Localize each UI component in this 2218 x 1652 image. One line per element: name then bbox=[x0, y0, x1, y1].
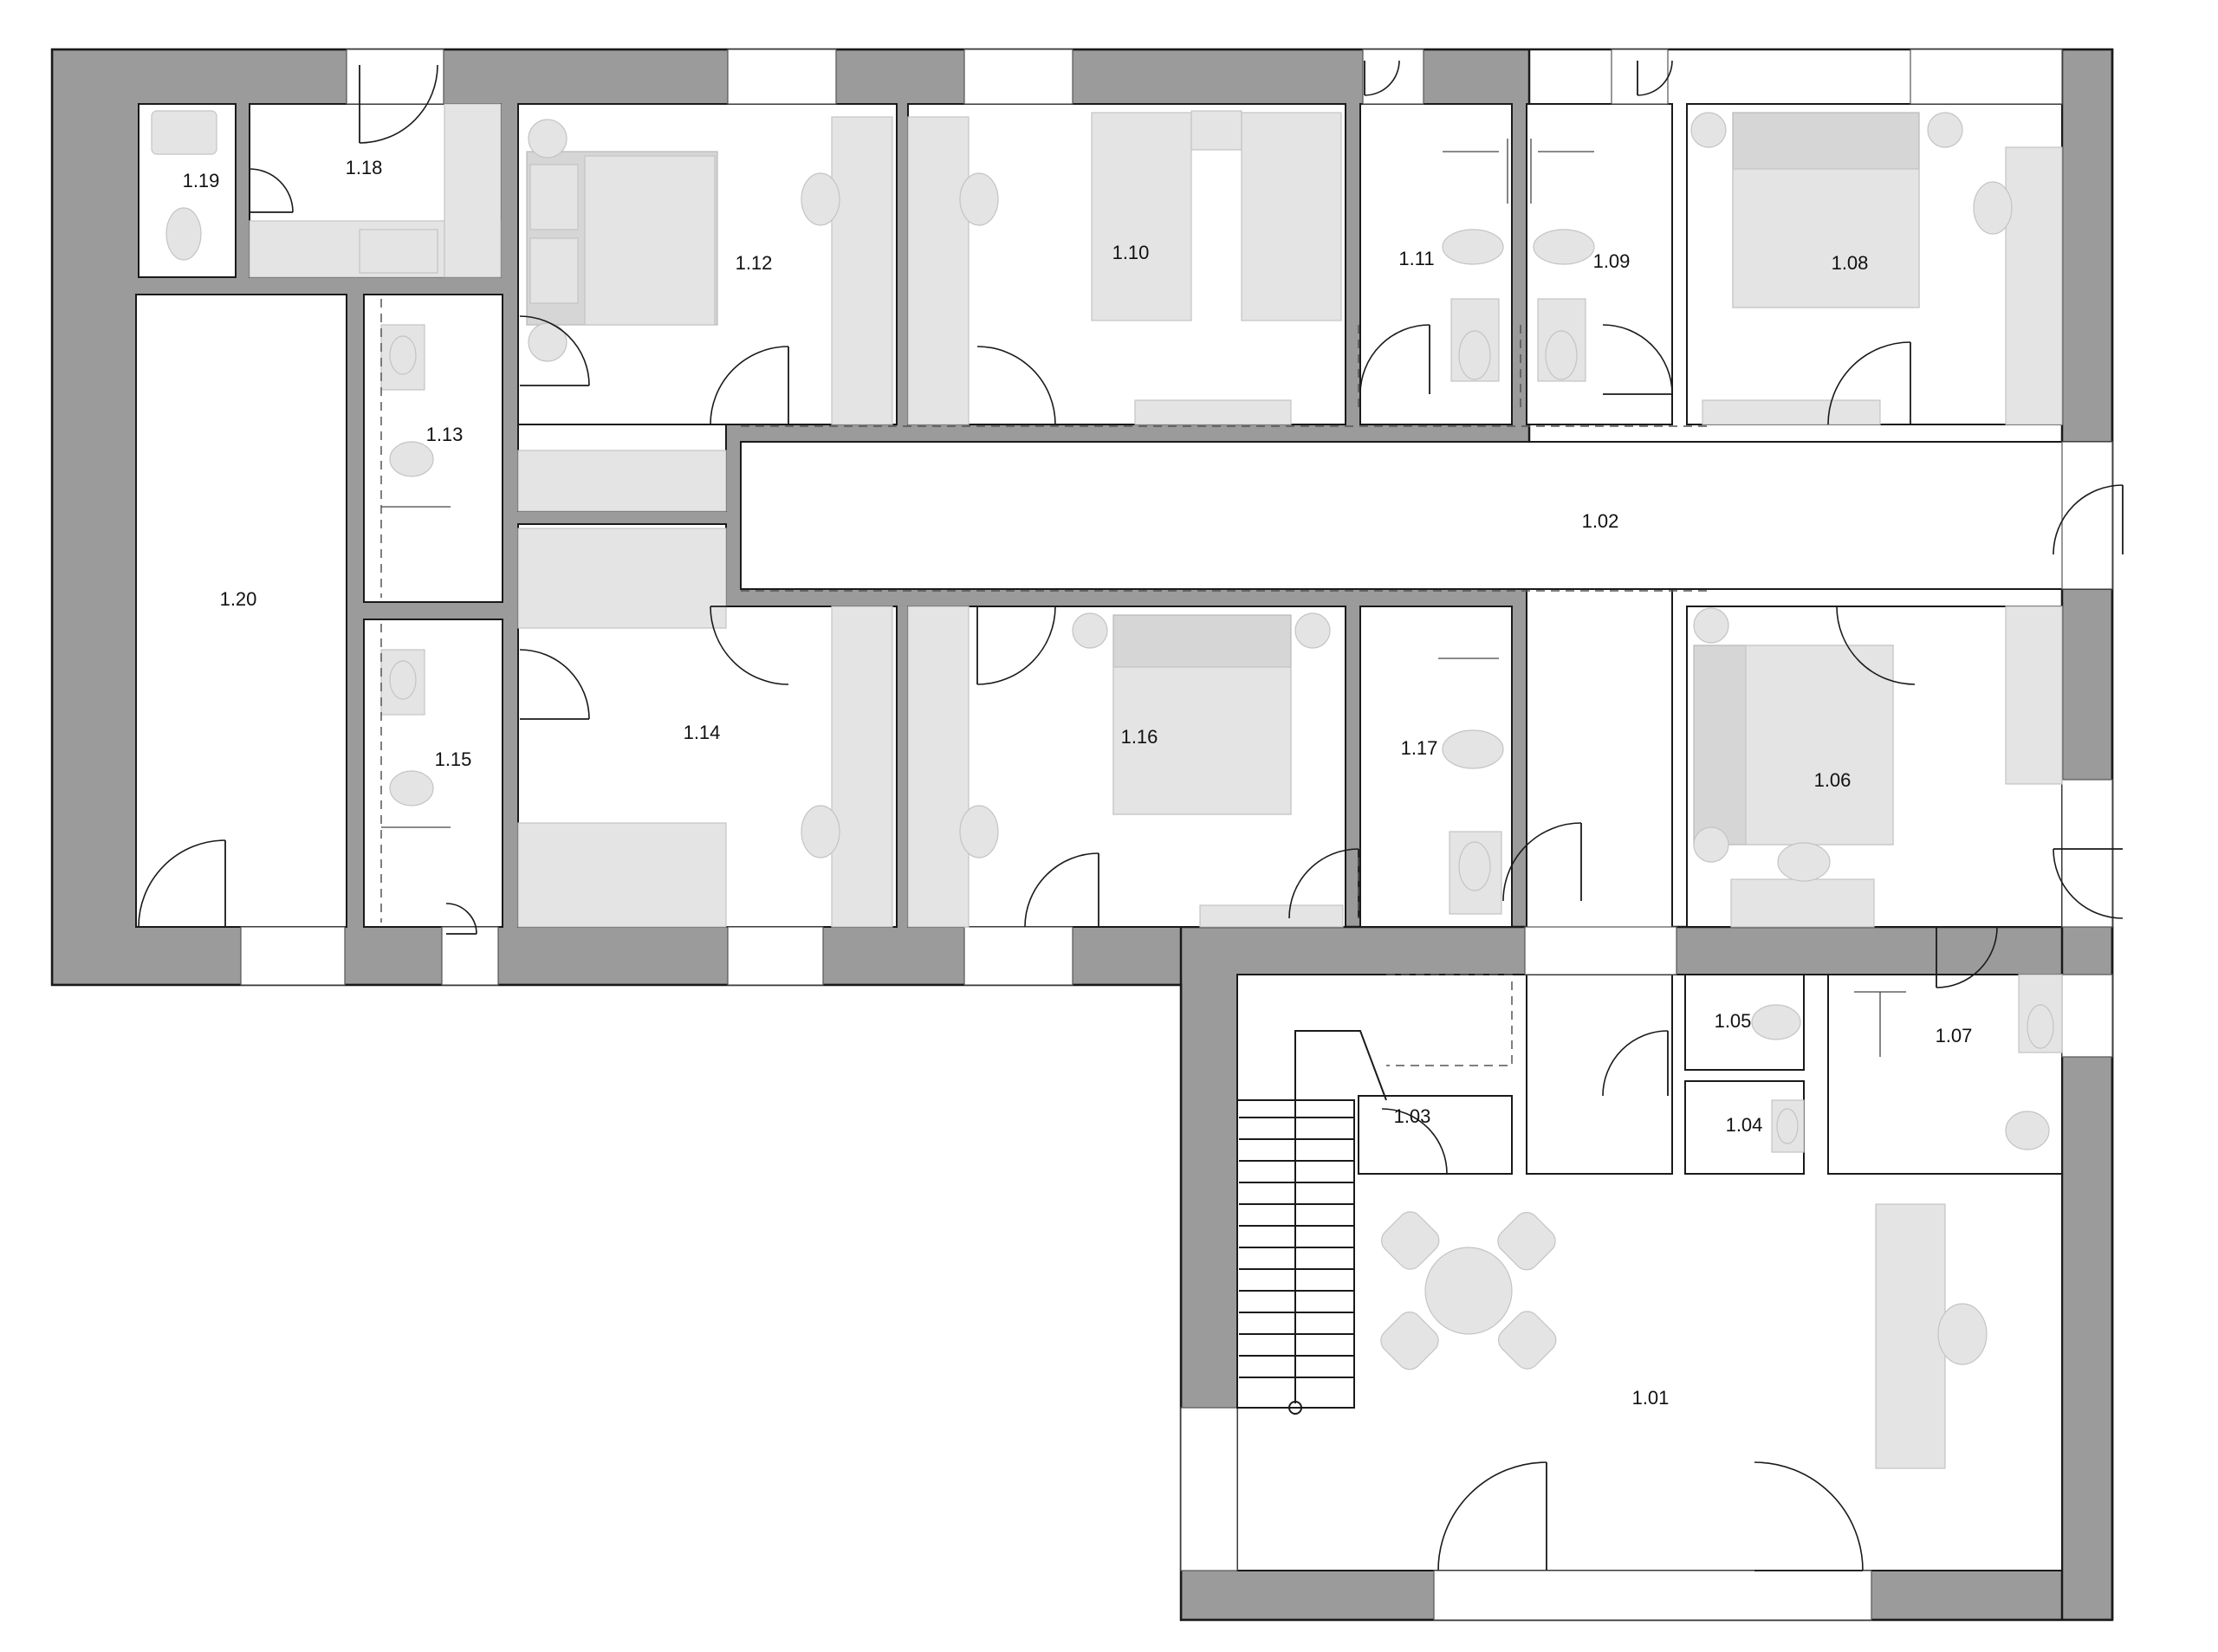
room-label-1-11: 1.11 bbox=[1398, 248, 1434, 269]
door-swing bbox=[2053, 484, 2124, 555]
room-label-1-20: 1.20 bbox=[220, 588, 257, 610]
staircase bbox=[1236, 974, 1513, 1415]
room-label-1-02: 1.02 bbox=[1582, 510, 1619, 532]
windows bbox=[240, 49, 2113, 1621]
door-swing bbox=[710, 606, 789, 685]
door-swing bbox=[1381, 1108, 1448, 1175]
room-label-1-18: 1.18 bbox=[346, 157, 383, 178]
room-label-1-05: 1.05 bbox=[1715, 1010, 1752, 1032]
door-swing bbox=[1936, 926, 1998, 988]
room-label-1-08: 1.08 bbox=[1832, 252, 1869, 274]
door-swing bbox=[1637, 60, 1673, 96]
door-swing bbox=[1836, 606, 1916, 685]
room-label-1-19: 1.19 bbox=[183, 170, 220, 191]
door-swing bbox=[1602, 324, 1673, 395]
door-swing bbox=[710, 346, 789, 425]
exterior-void-right bbox=[2114, 0, 2218, 1652]
door-swing bbox=[2053, 848, 2124, 919]
room-label-1-06: 1.06 bbox=[1814, 769, 1852, 791]
door-swing bbox=[1364, 60, 1400, 96]
room-label-1-03: 1.03 bbox=[1394, 1105, 1431, 1127]
partition-lines bbox=[380, 299, 1707, 923]
door-swing bbox=[976, 606, 1056, 685]
door-swing bbox=[519, 315, 590, 386]
door-swing bbox=[1359, 324, 1430, 395]
door-swing bbox=[519, 649, 590, 720]
room-label-1-07: 1.07 bbox=[1936, 1025, 1973, 1046]
door-swing bbox=[1024, 852, 1099, 928]
outline bbox=[50, 48, 2114, 1622]
door-swing bbox=[1288, 848, 1359, 919]
door-swing bbox=[1827, 341, 1911, 425]
door-swing bbox=[1754, 1461, 1864, 1571]
door-swing bbox=[359, 64, 438, 144]
door-swing bbox=[1502, 822, 1582, 902]
room-label-1-09: 1.09 bbox=[1593, 250, 1631, 272]
door-swing bbox=[1602, 1030, 1669, 1097]
room-label-1-14: 1.14 bbox=[684, 722, 721, 743]
room-label-1-12: 1.12 bbox=[736, 252, 773, 274]
room-label-1-16: 1.16 bbox=[1121, 726, 1158, 748]
room-label-1-13: 1.13 bbox=[426, 424, 464, 445]
room-label-1-17: 1.17 bbox=[1401, 737, 1438, 759]
furniture bbox=[151, 103, 2063, 1469]
door-swing bbox=[445, 903, 477, 935]
exterior-void bbox=[0, 985, 1180, 1652]
door-swing bbox=[249, 168, 294, 213]
door-swing bbox=[138, 839, 226, 928]
room-label-1-10: 1.10 bbox=[1112, 242, 1150, 263]
door-swing bbox=[976, 346, 1056, 425]
room-labels: 1.19 1.18 1.12 1.10 1.11 1.09 1.08 1.13 … bbox=[183, 157, 1973, 1409]
room-label-1-15: 1.15 bbox=[435, 748, 472, 770]
room-label-1-04: 1.04 bbox=[1726, 1114, 1763, 1136]
door-swing bbox=[1437, 1461, 1547, 1571]
room-label-1-01: 1.01 bbox=[1632, 1387, 1670, 1409]
